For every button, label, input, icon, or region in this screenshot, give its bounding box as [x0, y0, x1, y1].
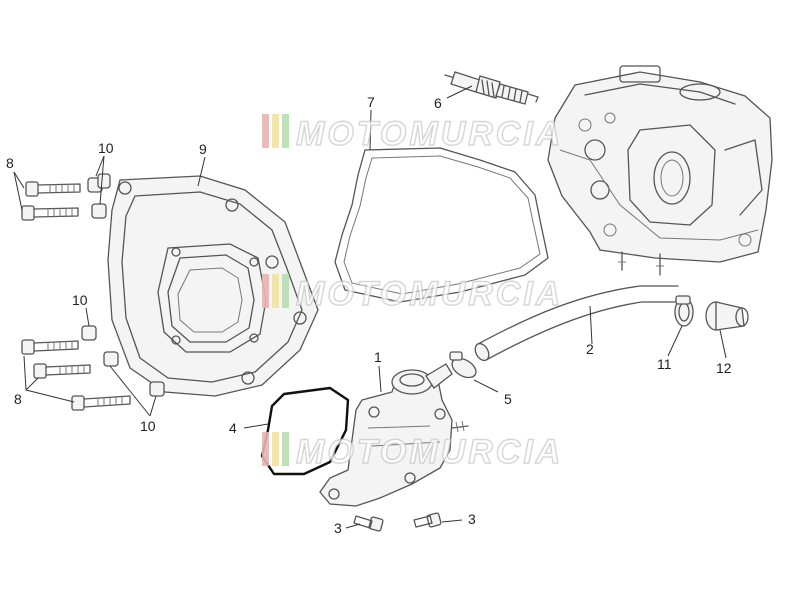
bolt — [21, 339, 79, 355]
valve-cover-gasket — [334, 147, 549, 303]
callout-10-top: 10 — [98, 140, 114, 156]
screws — [353, 512, 442, 532]
watermark-bottom: MOTOMURCIA — [262, 432, 563, 472]
leader-lines — [13, 85, 727, 529]
hose-clamp-small — [449, 351, 477, 379]
callout-12: 12 — [716, 360, 732, 376]
callout-7: 7 — [367, 94, 375, 110]
callout-4: 4 — [229, 420, 237, 436]
bolt — [33, 363, 91, 379]
watermark-brand-text: MOTOMURCIA — [296, 433, 563, 471]
bolt — [25, 181, 81, 197]
valve-cover — [107, 175, 319, 397]
spark-plug — [444, 71, 539, 105]
callout-labels: 8 10 9 7 6 10 8 10 1 2 11 12 5 4 3 3 — [6, 94, 732, 536]
screw — [353, 515, 384, 532]
callout-3-left: 3 — [334, 520, 342, 536]
watermark-brand-text: MOTOMURCIA — [296, 115, 563, 153]
o-ring-gasket — [260, 386, 350, 476]
callout-9: 9 — [199, 141, 207, 157]
bolt — [71, 395, 131, 411]
watermark-top: MOTOMURCIA — [262, 114, 563, 154]
callout-8-bottom: 8 — [14, 391, 22, 407]
thermostat-housing — [319, 363, 469, 507]
callout-8-top: 8 — [6, 155, 14, 171]
callout-3-right: 3 — [468, 511, 476, 527]
watermark-middle: MOTOMURCIA — [262, 274, 563, 314]
callout-1: 1 — [374, 349, 382, 365]
screw — [413, 512, 442, 528]
callout-11: 11 — [657, 356, 672, 372]
callout-5: 5 — [504, 391, 512, 407]
fitting — [705, 301, 749, 331]
callout-10-middle: 10 — [72, 292, 88, 308]
breather-hose — [474, 285, 681, 362]
callout-2: 2 — [586, 341, 594, 357]
cylinder-head — [547, 65, 773, 276]
watermark-brand-text: MOTOMURCIA — [296, 275, 563, 313]
callout-10-bottom: 10 — [140, 418, 156, 434]
bolt — [21, 205, 79, 221]
bolts — [21, 181, 131, 411]
hose-clamp — [674, 295, 694, 327]
callout-6: 6 — [434, 95, 442, 111]
spacers — [81, 173, 165, 397]
